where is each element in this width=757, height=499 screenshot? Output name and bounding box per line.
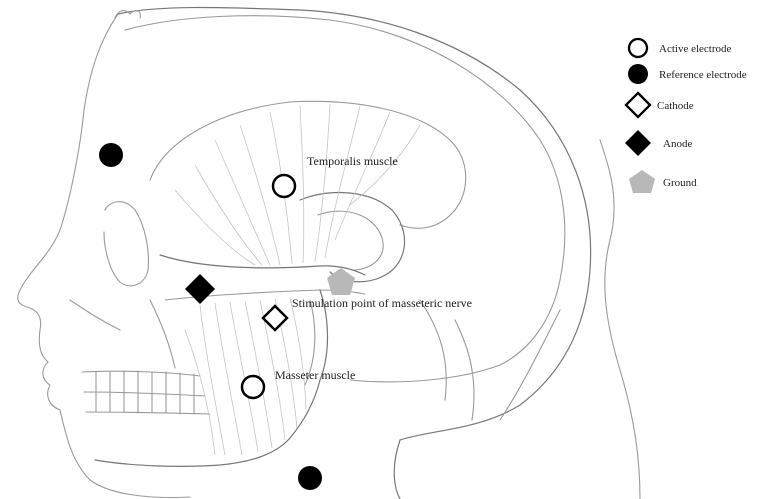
reference-electrode-chin: [298, 466, 322, 490]
anode-marker: [185, 274, 215, 304]
filled-circle-icon: [628, 64, 648, 84]
head-outline: [18, 8, 640, 499]
legend-label: Active electrode: [659, 43, 731, 55]
legend-item-ground: Ground: [629, 170, 697, 193]
ground-marker: [327, 268, 355, 295]
legend-label: Cathode: [657, 100, 694, 112]
cathode-marker: [263, 306, 287, 330]
gray-pentagon-icon: [629, 170, 655, 193]
open-diamond-icon: [626, 93, 650, 117]
reference-electrode-forehead: [99, 143, 123, 167]
legend-item-reference: Reference electrode: [628, 64, 747, 84]
filled-diamond-icon: [625, 130, 651, 156]
legend-item-anode: Anode: [625, 130, 692, 156]
legend-item-cathode: Cathode: [626, 93, 694, 117]
legend-label: Reference electrode: [659, 69, 747, 81]
stimulation-point-label: Stimulation point of masseteric nerve: [292, 296, 472, 310]
legend-item-active: Active electrode: [629, 39, 731, 57]
open-circle-icon: [629, 39, 647, 57]
masseter-label: Masseter muscle: [275, 368, 355, 382]
temporalis-label: Temporalis muscle: [307, 154, 398, 168]
legend-label: Anode: [663, 138, 692, 150]
active-electrode-temporalis: [273, 175, 295, 197]
active-electrode-masseter: [242, 376, 264, 398]
legend-label: Ground: [663, 177, 697, 189]
legend: Active electrode Reference electrode Cat…: [625, 39, 747, 193]
